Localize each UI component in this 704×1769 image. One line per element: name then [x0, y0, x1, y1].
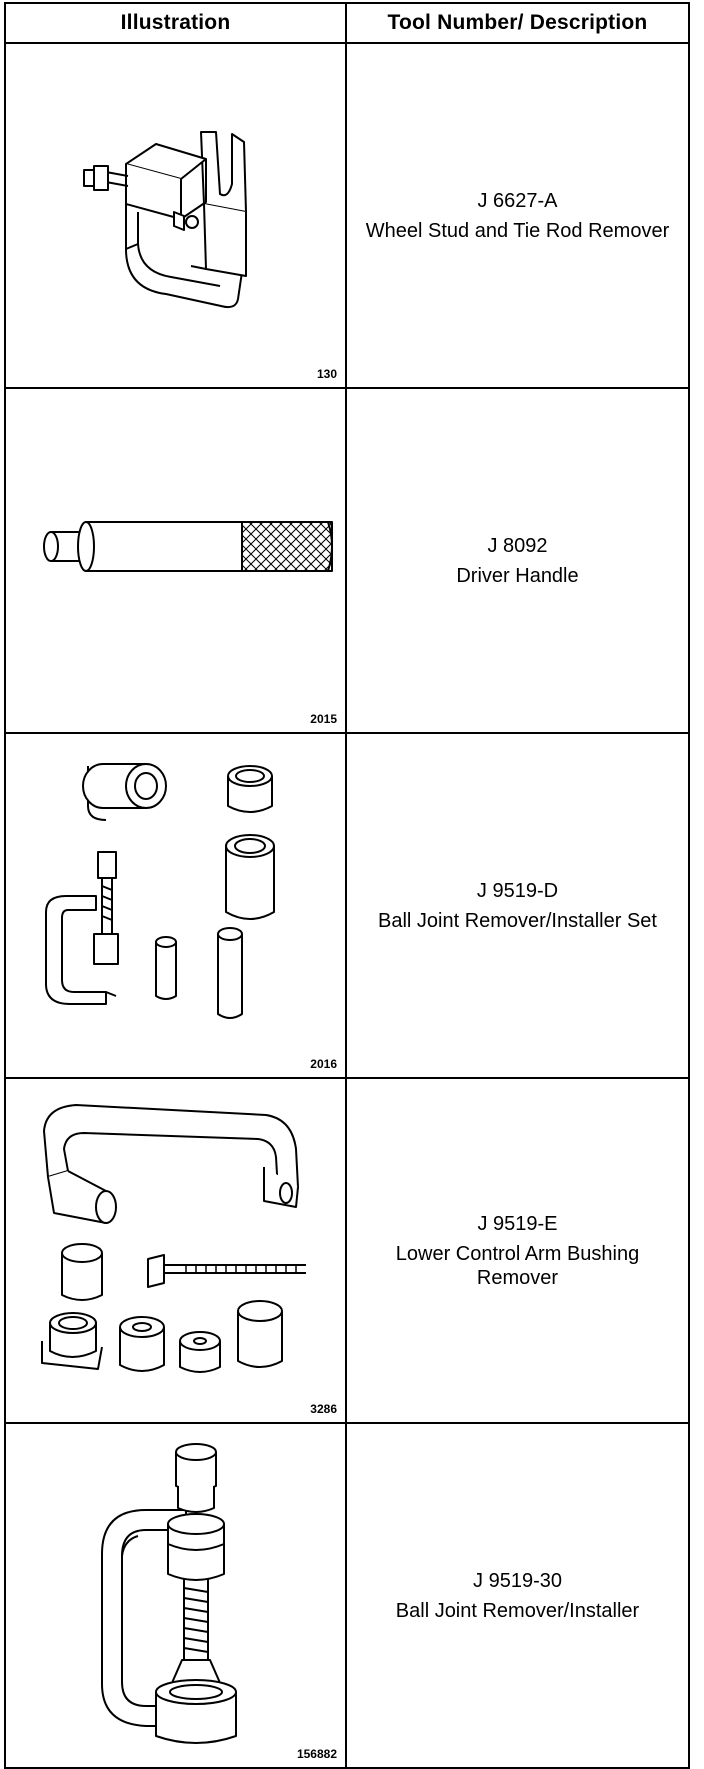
table-row: 2016 J 9519-D Ball Joint Remover/Install…	[4, 732, 690, 1079]
tool-description: Lower Control Arm Bushing Remover	[395, 1242, 640, 1289]
description-cell: J 9519-30 Ball Joint Remover/Installer	[345, 1422, 690, 1769]
figure-number: 156882	[296, 1747, 337, 1761]
tool-number: J 9519-E	[477, 1212, 558, 1235]
table-row: 2015 J 8092 Driver Handle	[4, 387, 690, 734]
description-cell: J 9519-E Lower Control Arm Bushing Remov…	[345, 1077, 690, 1424]
illustration-cell: 3286	[4, 1077, 347, 1424]
ball-joint-remover-installer-icon	[101, 1443, 237, 1744]
tool-description: Ball Joint Remover/Installer	[395, 1599, 640, 1622]
tool-description: Driver Handle	[456, 564, 579, 587]
tool-number: J 8092	[487, 534, 548, 557]
illustration-cell: 156882	[4, 1422, 347, 1769]
description-cell: J 6627-A Wheel Stud and Tie Rod Remover	[345, 42, 690, 389]
illustration-cell: 2015	[4, 387, 347, 734]
header-row: Illustration Tool Number/ Description	[4, 2, 690, 44]
driver-handle-icon	[43, 521, 333, 572]
ball-joint-set-icon	[45, 763, 275, 1019]
table-row: 156882 J 9519-30 Ball Joint Remover/Inst…	[4, 1422, 690, 1769]
tool-number: J 6627-A	[477, 189, 558, 212]
header-illustration: Illustration	[4, 2, 347, 44]
bushing-remover-icon	[41, 1104, 306, 1373]
figure-number: 2016	[310, 1057, 337, 1071]
illustration-cell: 2016	[4, 732, 347, 1079]
tool-description: Ball Joint Remover/Installer Set	[377, 909, 657, 932]
figure-number: 130	[316, 367, 337, 381]
header-tool-description: Tool Number/ Description	[345, 2, 690, 44]
wheel-stud-tie-rod-remover-icon	[83, 131, 247, 309]
description-cell: J 9519-D Ball Joint Remover/Installer Se…	[345, 732, 690, 1079]
tool-description: Wheel Stud and Tie Rod Remover	[365, 219, 670, 242]
tool-number: J 9519-30	[473, 1569, 562, 1592]
description-cell: J 8092 Driver Handle	[345, 387, 690, 734]
tool-number: J 9519-D	[476, 879, 559, 902]
figure-number: 3286	[310, 1402, 337, 1416]
illustration-cell: 130	[4, 42, 347, 389]
tool-table: Illustration Tool Number/ Description	[4, 2, 690, 1769]
figure-number: 2015	[310, 712, 337, 726]
table-row: 130 J 6627-A Wheel Stud and Tie Rod Remo…	[4, 42, 690, 389]
table-row: 3286 J 9519-E Lower Control Arm Bushing …	[4, 1077, 690, 1424]
